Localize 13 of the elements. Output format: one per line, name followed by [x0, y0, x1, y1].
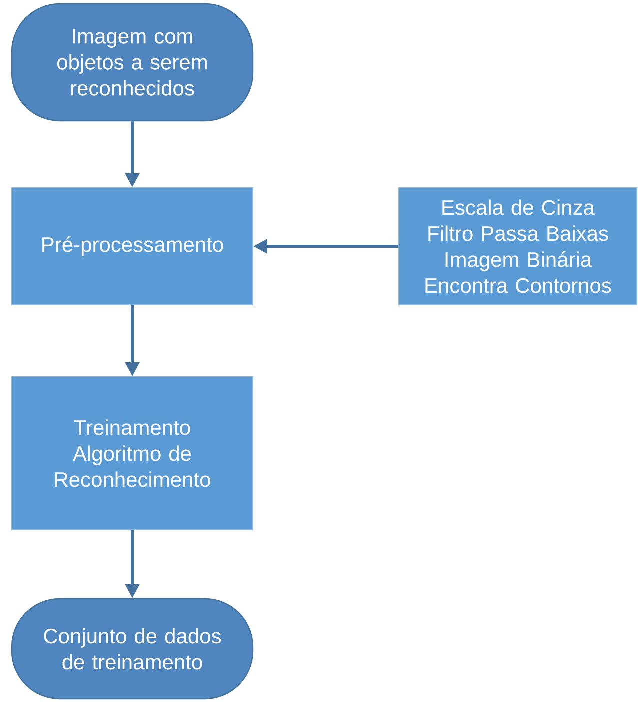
- terminator-shape: [11, 598, 254, 700]
- node-text: Escala de Cinza: [442, 200, 595, 216]
- terminator-shape: [11, 3, 254, 122]
- process-box: [398, 188, 638, 306]
- process-box: [12, 376, 254, 530]
- node-text: Filtro Passa Baixas: [428, 226, 608, 242]
- node-text: Conjunto de dados de treinamento: [44, 628, 221, 670]
- node-text: Imagem Binária: [446, 252, 592, 272]
- process-box: [12, 188, 254, 306]
- node-text: Imagem com objetos a serem reconhecidos: [58, 29, 207, 96]
- node-text: Treinamento Algoritmo de Reconhecimento: [55, 420, 210, 488]
- node-text: Pré-processamento: [42, 236, 224, 256]
- node-text: Encontra Contornos: [426, 278, 612, 294]
